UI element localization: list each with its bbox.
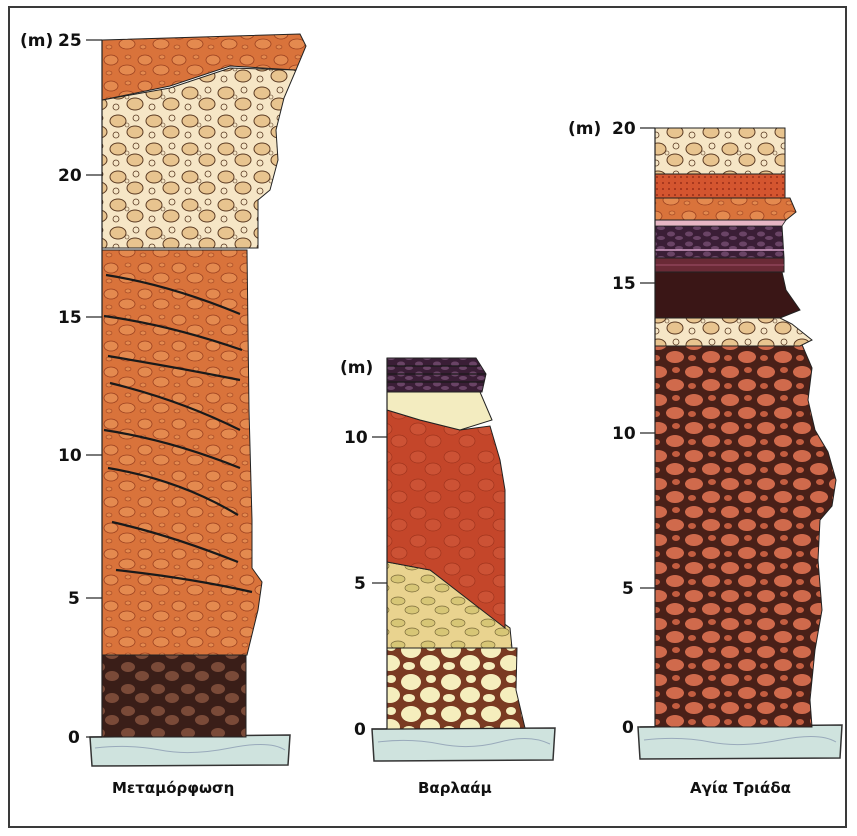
layer-tan-conglomerate: [102, 68, 296, 248]
tick-label: 20: [612, 119, 636, 139]
tick-label: 0: [622, 718, 634, 738]
tick-label: 15: [612, 274, 636, 294]
tick-label: 0: [354, 720, 366, 740]
unit-label: (m): [20, 31, 53, 51]
column-name: Αγία Τριάδα: [690, 779, 791, 797]
tick-label: 15: [58, 308, 82, 328]
layer-dark-base: [102, 655, 246, 737]
tick-label: 10: [612, 424, 636, 444]
column-name: Βαρλαάμ: [418, 779, 492, 797]
column-agia-triada: (m) 20 15 10 5 0 Αγία Τριάδα: [568, 119, 842, 797]
tick-label: 5: [354, 574, 366, 594]
tick-label: 10: [344, 428, 368, 448]
base-water: [90, 735, 290, 766]
unit-label: (m): [568, 119, 601, 139]
layer-pale-top: [655, 128, 785, 174]
tick-label: 20: [58, 166, 82, 186]
layer-pink-band: [655, 220, 786, 226]
layer-dark-brown: [655, 272, 800, 318]
column-varlaam: (m) 10 5 0 Βαρλαάμ: [340, 358, 555, 797]
layer-orange-bedded: [102, 250, 262, 655]
layer-pale-cobbles: [387, 648, 525, 729]
layer-brown-conglomerate: [655, 340, 836, 727]
layer-red-dotted: [655, 174, 785, 198]
tick-label: 10: [58, 446, 82, 466]
axis-ticks: [86, 40, 102, 737]
layer-tan-band: [655, 318, 812, 346]
layer-red-cobble: [655, 198, 796, 220]
tick-label: 25: [58, 31, 82, 51]
column-name: Μεταμόρφωση: [112, 779, 234, 797]
layer-purple-conglomerate: [655, 226, 784, 258]
tick-label: 5: [68, 589, 80, 609]
base-water: [638, 725, 842, 759]
unit-label: (m): [340, 358, 373, 378]
tick-label: 0: [68, 728, 80, 748]
layer-dark-bands: [387, 358, 486, 392]
base-water: [372, 728, 555, 761]
column-metamorfosi: (m) 25 20 15 10 5 0 Μεταμόρφωση: [20, 31, 306, 797]
tick-label: 5: [622, 579, 634, 599]
